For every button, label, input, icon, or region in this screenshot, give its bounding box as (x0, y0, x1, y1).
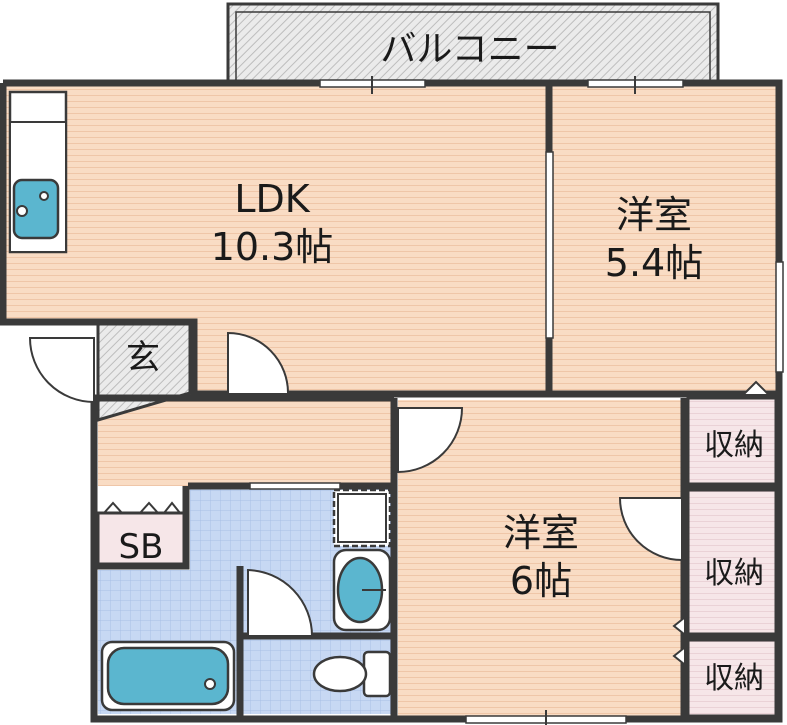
windows (249, 76, 784, 725)
shoe-box: SB (96, 501, 186, 567)
storage-2-label: 収納 (704, 556, 764, 591)
western-room-2-size: 6帖 (510, 559, 572, 603)
doors (28, 331, 683, 637)
washer-space (332, 488, 392, 548)
entrance-label: 玄 (126, 338, 160, 378)
western-room-1-name: 洋室 (616, 193, 692, 237)
storage-3: 収納 (686, 638, 778, 718)
closet-door-markers (672, 380, 769, 665)
balcony: バルコニー (226, 2, 720, 86)
washbasin-icon (332, 548, 392, 632)
balcony-label: バルコニー (380, 29, 559, 70)
hallway (98, 398, 394, 486)
shoe-box-label: SB (119, 527, 164, 567)
walls (0, 79, 783, 723)
western-room-2 (398, 400, 683, 716)
storage-2: 収納 (686, 488, 778, 636)
western-room-2-name: 洋室 (503, 511, 579, 555)
western-room-1-size: 5.4帖 (605, 241, 703, 285)
storage-1: 収納 (686, 396, 778, 486)
ldk-name: LDK (234, 177, 310, 221)
toilet-icon (312, 650, 392, 698)
storage-3-label: 収納 (704, 661, 764, 696)
bathtub-icon (100, 640, 236, 712)
ldk-size: 10.3帖 (211, 225, 334, 269)
kitchen-counter (8, 90, 68, 254)
storage-1-label: 収納 (704, 428, 764, 463)
western-room-1 (552, 86, 776, 392)
ldk-room (6, 86, 546, 391)
